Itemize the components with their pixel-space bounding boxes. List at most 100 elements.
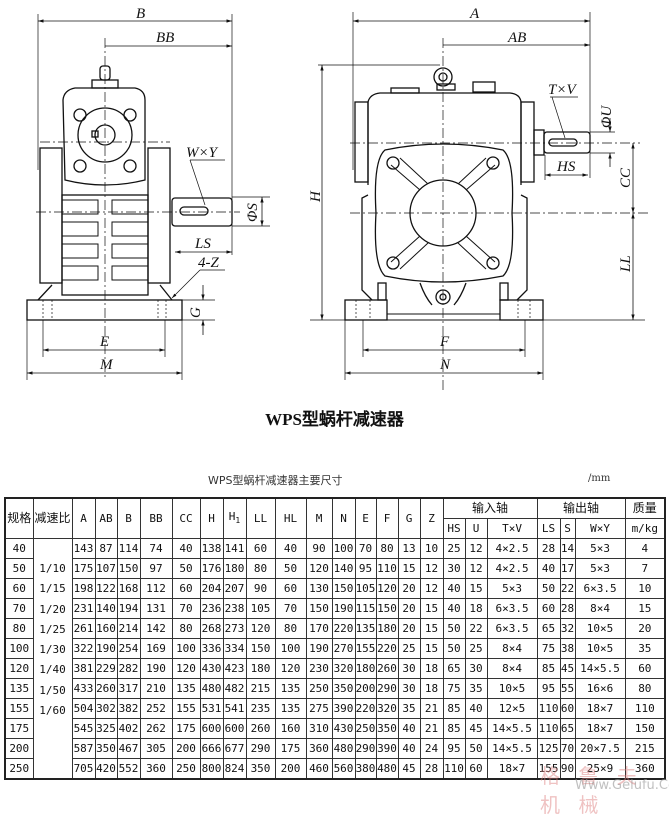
value-cell: 480 (331, 738, 356, 759)
header-g: G (397, 497, 421, 539)
header-e: E (354, 497, 377, 539)
value-cell: 20 (397, 618, 421, 639)
value-cell: 60 (171, 578, 201, 599)
value-cell: 155 (536, 758, 561, 780)
value-cell: 24 (419, 738, 444, 759)
value-cell: 7 (624, 558, 666, 579)
value-cell: 14×5.5 (486, 718, 538, 739)
dim-label-LL: LL (618, 255, 634, 273)
value-cell: 13 (397, 538, 421, 559)
value-cell: 32 (559, 618, 576, 639)
value-cell: 175 (274, 738, 307, 759)
value-cell: 15 (624, 598, 666, 619)
value-cell: 28 (559, 598, 576, 619)
value-cell: 95 (354, 558, 377, 579)
dim-label-CC: CC (618, 167, 634, 188)
ratio-value: 1/40 (39, 663, 66, 677)
value-cell: 74 (139, 538, 173, 559)
value-cell: 5×3 (574, 558, 626, 579)
value-cell: 20×7.5 (574, 738, 626, 759)
value-cell: 15 (419, 618, 444, 639)
value-cell: 120 (171, 658, 201, 679)
value-cell: 18×7 (574, 698, 626, 719)
value-cell: 215 (245, 678, 276, 699)
value-cell: 824 (222, 758, 247, 780)
spec-cell: 250 (4, 758, 34, 780)
left-view (26, 14, 270, 380)
value-cell: 350 (331, 678, 356, 699)
value-cell: 107 (94, 558, 118, 579)
value-cell: 60 (245, 538, 276, 559)
value-cell: 155 (171, 698, 201, 719)
header-hl: HL (274, 497, 307, 539)
value-cell: 236 (199, 598, 224, 619)
value-cell: 190 (331, 598, 356, 619)
value-cell: 666 (199, 738, 224, 759)
value-cell: 105 (354, 578, 377, 599)
value-cell: 5×3 (574, 538, 626, 559)
value-cell: 600 (199, 718, 224, 739)
spec-cell: 100 (4, 638, 34, 659)
value-cell: 12 (419, 578, 444, 599)
value-cell: 160 (94, 618, 118, 639)
value-cell: 260 (94, 678, 118, 699)
value-cell: 262 (139, 718, 173, 739)
value-cell: 541 (222, 698, 247, 719)
value-cell: 40 (536, 558, 561, 579)
value-cell: 110 (375, 558, 399, 579)
value-cell: 273 (222, 618, 247, 639)
dim-label-B: B (136, 6, 145, 22)
value-cell: 150 (624, 718, 666, 739)
value-cell: 30 (464, 658, 488, 679)
value-cell: 110 (536, 718, 561, 739)
value-cell: 97 (139, 558, 173, 579)
ratio-value: 1/25 (39, 622, 66, 636)
value-cell: 220 (331, 618, 356, 639)
value-cell: 12 (419, 558, 444, 579)
value-cell: 200 (354, 678, 377, 699)
value-cell: 350 (245, 758, 276, 780)
value-cell: 120 (245, 618, 276, 639)
value-cell: 5×3 (486, 578, 538, 599)
value-cell: 10×5 (574, 638, 626, 659)
value-cell: 270 (331, 638, 356, 659)
value-cell: 402 (116, 718, 141, 739)
value-cell: 430 (199, 658, 224, 679)
spec-cell: 135 (4, 678, 34, 699)
ratio-value: 1/30 (39, 643, 66, 657)
value-cell: 504 (71, 698, 96, 719)
value-cell: 214 (116, 618, 141, 639)
value-cell: 22 (559, 578, 576, 599)
value-cell: 60 (464, 758, 488, 780)
value-cell: 204 (199, 578, 224, 599)
value-cell: 50 (536, 578, 561, 599)
value-cell: 65 (536, 618, 561, 639)
value-cell: 320 (375, 698, 399, 719)
value-cell: 220 (354, 698, 377, 719)
value-cell: 423 (222, 658, 247, 679)
value-cell: 35 (397, 698, 421, 719)
header-mass-unit: m/kg (624, 518, 666, 539)
value-cell: 194 (116, 598, 141, 619)
value-cell: 40 (464, 698, 488, 719)
value-cell: 430 (331, 718, 356, 739)
value-cell: 20 (624, 618, 666, 639)
value-cell: 70 (171, 598, 201, 619)
value-cell: 6×3.5 (486, 618, 538, 639)
value-cell: 545 (71, 718, 96, 739)
value-cell: 252 (139, 698, 173, 719)
value-cell: 207 (222, 578, 247, 599)
value-cell: 55 (559, 678, 576, 699)
value-cell: 155 (354, 638, 377, 659)
value-cell: 482 (222, 678, 247, 699)
value-cell: 168 (116, 578, 141, 599)
value-cell: 28 (419, 758, 444, 780)
value-cell: 15 (419, 638, 444, 659)
header-mass: 质量 (624, 497, 666, 519)
